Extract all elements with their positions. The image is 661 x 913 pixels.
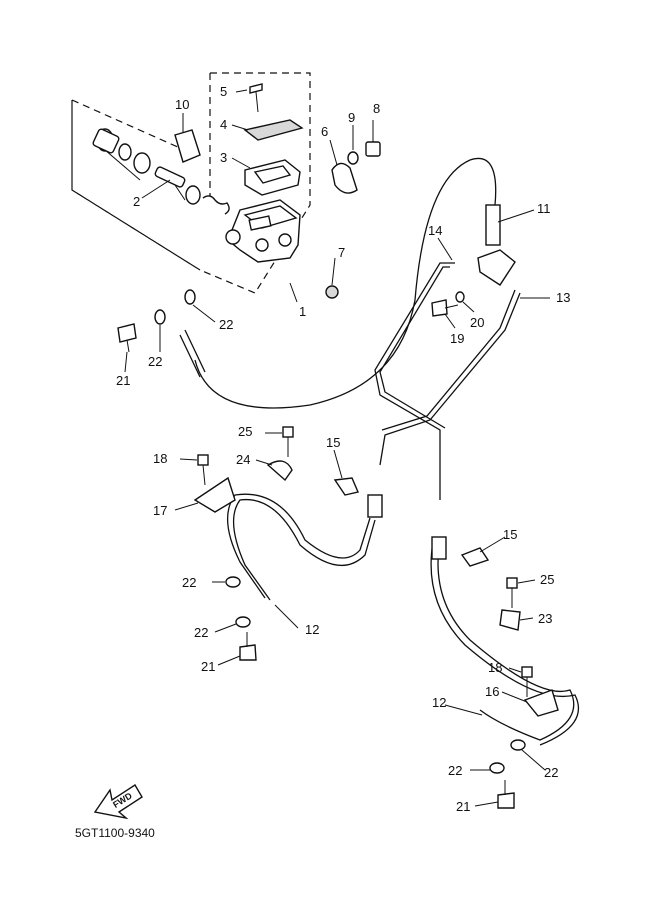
reservoir-cap — [243, 119, 304, 141]
bracket-16 — [523, 689, 559, 717]
callout-11: 11 — [537, 201, 551, 216]
washer-22c — [225, 576, 241, 588]
callout-16: 16 — [485, 684, 499, 699]
callout-5: 5 — [220, 84, 227, 99]
holder-15b — [460, 547, 490, 567]
master-cylinder — [225, 199, 301, 263]
washer-22b — [184, 289, 196, 305]
washer-22d — [235, 616, 251, 628]
diaphragm-part — [244, 159, 301, 196]
callout-15-left: 15 — [326, 435, 340, 450]
diagram-code: 5GT1100-9340 — [75, 826, 155, 840]
callout-21-mid: 21 — [201, 659, 215, 674]
callout-25-right: 25 — [540, 572, 554, 587]
brake-pipe-14 — [374, 262, 455, 500]
washer-22f — [510, 739, 526, 751]
brake-hose-right — [437, 539, 575, 741]
callout-22-d: 22 — [194, 625, 208, 640]
callout-15-right: 15 — [503, 527, 517, 542]
bolt-25a — [282, 426, 294, 457]
callout-22-f: 22 — [544, 765, 558, 780]
callout-12-right: 12 — [432, 695, 446, 710]
washer-20 — [455, 291, 465, 303]
callout-8: 8 — [373, 101, 380, 116]
boot-part — [174, 129, 201, 163]
callout-18-left: 18 — [153, 451, 167, 466]
bolt-21c — [497, 780, 515, 809]
callout-21-bottom: 21 — [456, 799, 470, 814]
bolt-18a — [197, 454, 209, 486]
brake-pipe-13 — [379, 292, 521, 466]
callout-17: 17 — [153, 503, 167, 518]
callout-6: 6 — [321, 124, 328, 139]
brake-hose-main — [194, 157, 497, 409]
brake-hose-left — [232, 498, 376, 601]
callout-10: 10 — [175, 97, 189, 112]
clamp-24 — [266, 460, 293, 482]
callout-21-top: 21 — [116, 373, 130, 388]
callout-19: 19 — [450, 331, 464, 346]
leader-lines — [124, 89, 550, 807]
callout-20: 20 — [470, 315, 484, 330]
cap-7 — [325, 285, 339, 299]
bracket-17 — [193, 476, 236, 513]
bolt-25b — [506, 577, 518, 608]
piston-kit — [92, 128, 230, 215]
washer-22e — [489, 762, 505, 774]
holder-part — [331, 162, 358, 194]
callout-9: 9 — [348, 110, 355, 125]
callout-2: 2 — [133, 194, 140, 209]
washer-9 — [347, 151, 359, 165]
callout-22-a: 22 — [148, 354, 162, 369]
callout-25-left: 25 — [238, 424, 252, 439]
callout-22-e: 22 — [448, 763, 462, 778]
callout-1: 1 — [299, 304, 306, 319]
screw-part — [249, 83, 263, 113]
hose-fitting-11 — [477, 204, 516, 286]
union-bolt-left — [367, 494, 383, 518]
fwd-arrow-icon: FWD — [93, 784, 143, 820]
callout-4: 4 — [220, 117, 227, 132]
union-bolt-right — [431, 536, 447, 560]
bolt-21a — [117, 323, 137, 353]
bolt-21b — [239, 632, 257, 661]
callout-3: 3 — [220, 150, 227, 165]
bolt-19 — [431, 299, 459, 317]
callout-22-c: 22 — [182, 575, 196, 590]
callout-7: 7 — [338, 245, 345, 260]
callout-18-right: 18 — [488, 660, 502, 675]
clamp-23 — [499, 609, 521, 631]
callout-23: 23 — [538, 611, 552, 626]
callout-14: 14 — [428, 223, 442, 238]
assembly-outline — [71, 72, 311, 294]
callout-12-left: 12 — [305, 622, 319, 637]
washer-22a — [154, 309, 166, 325]
callout-24: 24 — [236, 452, 250, 467]
bolt-8 — [365, 120, 381, 157]
bolt-18b — [521, 666, 533, 697]
holder-15a — [333, 477, 359, 496]
callout-22-b: 22 — [219, 317, 233, 332]
callout-13: 13 — [556, 290, 570, 305]
